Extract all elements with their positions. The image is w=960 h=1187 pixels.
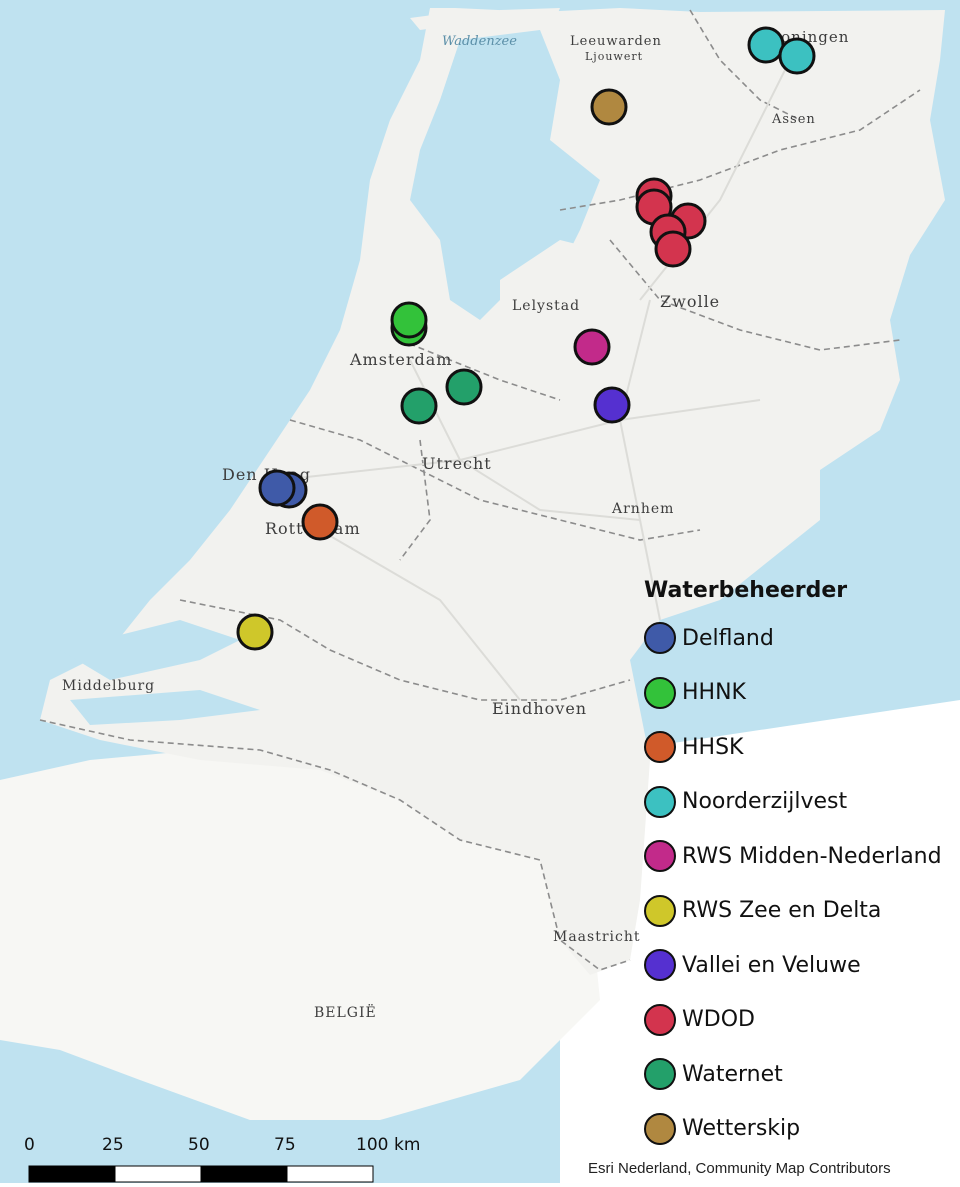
scale-tick-label: 75	[274, 1135, 296, 1155]
label-waddenzee: Waddenzee	[442, 34, 517, 49]
legend-title: Waterbeheerder	[644, 578, 848, 603]
legend-item: Noorderzijlvest	[644, 782, 847, 822]
label-utrecht: Utrecht	[422, 454, 492, 473]
legend-label: WDOD	[682, 1007, 755, 1032]
legend-label: HHSK	[682, 734, 744, 760]
site-marker[interactable]	[258, 469, 296, 507]
label-maastricht: Maastricht	[553, 929, 641, 945]
legend-swatch	[644, 1003, 676, 1036]
legend-item: Vallei en Veluwe	[644, 945, 861, 985]
legend-label: Delfland	[682, 625, 774, 651]
label-arnhem: Arnhem	[611, 501, 674, 517]
site-marker[interactable]	[236, 613, 274, 651]
legend-label: Wetterskip	[682, 1116, 801, 1141]
label-amsterdam: Amsterdam	[349, 350, 452, 369]
markers-layer	[236, 26, 816, 651]
legend-item: HHNK	[644, 673, 746, 713]
scale-bar: 0 25 50 75 100 km	[22, 1135, 420, 1183]
map-attribution: Esri Nederland, Community Map Contributo…	[588, 1160, 891, 1177]
legend-swatch	[644, 840, 676, 872]
legend-swatch	[644, 894, 676, 927]
legend-item: WDOD	[644, 1000, 755, 1040]
legend-swatch	[644, 949, 676, 981]
legend-label: HHNK	[682, 680, 746, 705]
legend-label: Noorderzijlvest	[682, 789, 848, 814]
label-assen: Assen	[771, 112, 816, 127]
legend-label: Vallei en Veluwe	[682, 952, 861, 978]
legend-item: HHSK	[644, 727, 743, 767]
legend-item: Delfland	[644, 618, 774, 658]
legend-label: RWS Midden-Nederland	[682, 843, 942, 869]
site-marker[interactable]	[590, 88, 628, 126]
roads	[279, 59, 791, 701]
oosterschelde	[60, 620, 240, 680]
scale-tick-label: 50	[188, 1135, 210, 1155]
wadden-island	[410, 10, 480, 30]
label-eindhoven: Eindhoven	[492, 699, 587, 718]
legend-swatch	[644, 1058, 676, 1090]
legend-item: RWS Zee en Delta	[644, 891, 881, 931]
label-leeuwarden: Leeuwarden	[570, 34, 662, 49]
province-borders	[39, 9, 921, 971]
netherlands-land	[40, 8, 945, 975]
site-marker[interactable]	[445, 368, 483, 406]
legend-label: RWS Zee en Delta	[682, 898, 882, 923]
wadden-island	[500, 8, 560, 22]
label-lelystad: Lelystad	[512, 298, 580, 314]
legend-item: RWS Midden-Nederland	[644, 836, 942, 876]
scale-tick-label: 25	[102, 1135, 124, 1155]
westerschelde	[70, 690, 260, 725]
scale-tick-label: 0	[24, 1135, 35, 1155]
legend-label: Waternet	[682, 1061, 783, 1087]
site-marker[interactable]	[573, 328, 611, 366]
legend-item: Wetterskip	[644, 1109, 800, 1149]
scale-tick-label: 100	[356, 1135, 389, 1155]
label-belgie: BELGIË	[314, 1003, 377, 1021]
site-marker[interactable]	[654, 230, 692, 268]
scale-unit: km	[394, 1135, 421, 1155]
legend-swatch	[644, 785, 676, 818]
site-marker[interactable]	[390, 301, 428, 339]
site-marker[interactable]	[747, 26, 785, 64]
site-marker[interactable]	[400, 387, 438, 425]
legend-swatch	[644, 1112, 676, 1145]
site-marker[interactable]	[593, 386, 631, 424]
label-middelburg: Middelburg	[62, 678, 155, 694]
label-ljouwert: Ljouwert	[585, 50, 643, 63]
site-marker[interactable]	[778, 37, 816, 75]
scale-bar-graphic	[28, 1165, 374, 1183]
site-marker[interactable]	[301, 503, 339, 541]
legend-swatch	[644, 731, 676, 763]
label-zwolle: Zwolle	[660, 292, 720, 311]
legend-swatch	[644, 676, 676, 709]
legend-item: Waternet	[644, 1054, 783, 1094]
legend-swatch	[644, 622, 676, 654]
